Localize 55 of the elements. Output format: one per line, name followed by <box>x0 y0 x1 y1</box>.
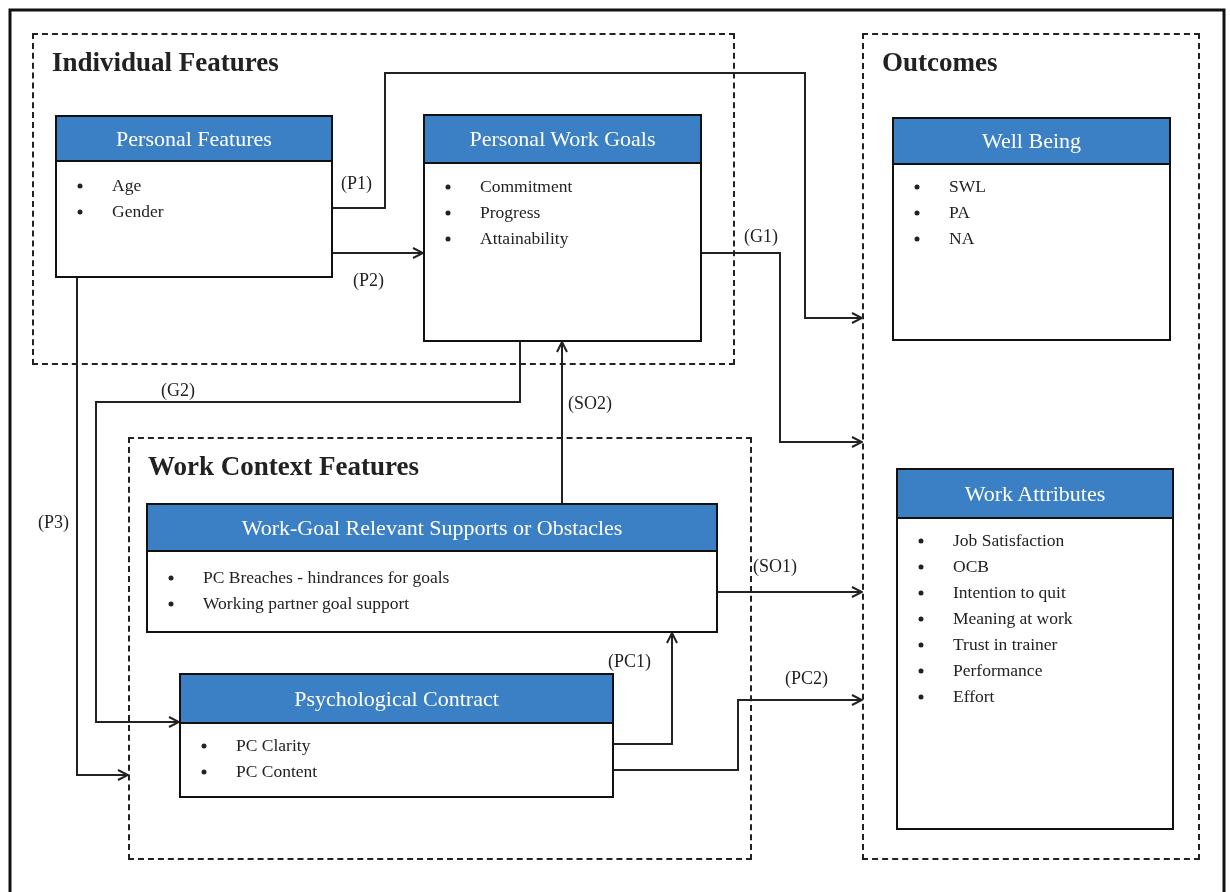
arrow <box>717 586 863 598</box>
dashed-group-frame <box>128 437 752 860</box>
bullet-item: Job Satisfaction <box>953 530 1065 551</box>
edge-label: (PC1) <box>607 651 652 671</box>
arrow <box>76 277 129 781</box>
edge-label: (P2) <box>352 270 385 290</box>
edge-label: (G1) <box>743 226 779 246</box>
edge-label: (PC2) <box>784 668 829 688</box>
arrow <box>613 632 678 745</box>
bullet-item: Progress <box>480 202 541 223</box>
bullet-item: Gender <box>112 201 164 222</box>
edge-label: (P3) <box>37 512 70 532</box>
feature-card <box>146 503 718 633</box>
group-title: Individual Features <box>52 47 279 78</box>
bullet-item: Age <box>112 175 142 196</box>
feature-card <box>179 673 614 798</box>
card-header: Well Being <box>894 119 1169 165</box>
bullet-item: Meaning at work <box>953 608 1073 629</box>
arrow <box>332 247 424 259</box>
bullet-item: Intention to quit <box>953 582 1066 603</box>
card-header: Personal Work Goals <box>425 116 700 164</box>
feature-card <box>892 117 1171 341</box>
card-header: Work-Goal Relevant Supports or Obstacles <box>148 505 716 552</box>
bullet-item: Commitment <box>480 176 573 197</box>
bullet-item: PA <box>949 202 970 223</box>
feature-card <box>55 115 333 278</box>
arrow <box>332 72 863 324</box>
card-header: Psychological Contract <box>181 675 612 724</box>
bullet-item: PC Breaches - hindrances for goals <box>203 567 450 588</box>
dashed-group-frame <box>32 33 735 365</box>
edge-label: (SO1) <box>752 556 798 576</box>
bullet-item: NA <box>949 228 975 249</box>
bullet-item: Attainability <box>480 228 569 249</box>
bullet-item: Performance <box>953 660 1043 681</box>
bullet-item: Trust in trainer <box>953 634 1058 655</box>
arrow <box>95 341 521 728</box>
bullet-item: Effort <box>953 686 995 707</box>
bullet-item: Working partner goal support <box>203 593 410 614</box>
bullet-item: PC Content <box>236 761 318 782</box>
arrow <box>556 341 568 504</box>
edge-label: (G2) <box>160 380 196 400</box>
dashed-group-frame <box>862 33 1200 860</box>
group-title: Work Context Features <box>148 451 419 482</box>
bullet-item: SWL <box>949 176 986 197</box>
feature-card <box>896 468 1174 830</box>
bullet-item: OCB <box>953 556 989 577</box>
card-header: Personal Features <box>57 117 331 162</box>
bullet-item: PC Clarity <box>236 735 311 756</box>
card-header: Work Attributes <box>898 470 1172 519</box>
arrow <box>701 252 863 448</box>
feature-card <box>423 114 702 342</box>
arrow <box>613 694 863 771</box>
group-title: Outcomes <box>882 47 998 78</box>
edge-label: (P1) <box>340 173 373 193</box>
edge-label: (SO2) <box>567 393 613 413</box>
